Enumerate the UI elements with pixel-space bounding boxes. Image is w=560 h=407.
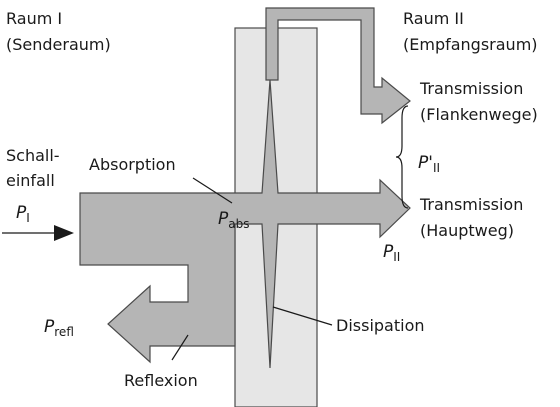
transmission-flank-label-line2: (Flankenwege) xyxy=(420,105,538,124)
p-reflected-symbol: Prefl xyxy=(44,317,74,339)
p-transmitted-flank-symbol: P'II xyxy=(418,153,440,175)
sound-flow-main xyxy=(79,79,411,369)
incident-arrowhead xyxy=(54,225,74,241)
transmission-brace xyxy=(395,105,409,209)
p-incident-symbol: PI xyxy=(16,203,30,225)
transmission-main-label-line2: (Hauptweg) xyxy=(420,221,514,240)
room1-title: Raum I xyxy=(6,9,62,28)
dissipation-label: Dissipation xyxy=(336,316,425,335)
incidence-label-line2: einfall xyxy=(6,171,55,190)
p-transmitted-symbol: PII xyxy=(383,242,400,264)
absorption-leader xyxy=(192,177,233,204)
room1-subtitle: (Senderaum) xyxy=(6,35,111,54)
reflection-leader xyxy=(171,334,189,361)
absorption-label: Absorption xyxy=(89,155,176,174)
transmission-flank-label-line1: Transmission xyxy=(419,79,523,98)
incidence-label-line1: Schall- xyxy=(6,146,60,165)
flanking-path xyxy=(265,7,411,125)
transmission-main-label-line1: Transmission xyxy=(419,195,523,214)
room2-title: Raum II xyxy=(403,9,464,28)
room2-subtitle: (Empfangsraum) xyxy=(403,35,538,54)
reflection-label: Reflexion xyxy=(124,371,198,390)
p-absorbed-symbol: Pabs xyxy=(218,209,250,231)
dissipation-leader xyxy=(272,306,333,326)
